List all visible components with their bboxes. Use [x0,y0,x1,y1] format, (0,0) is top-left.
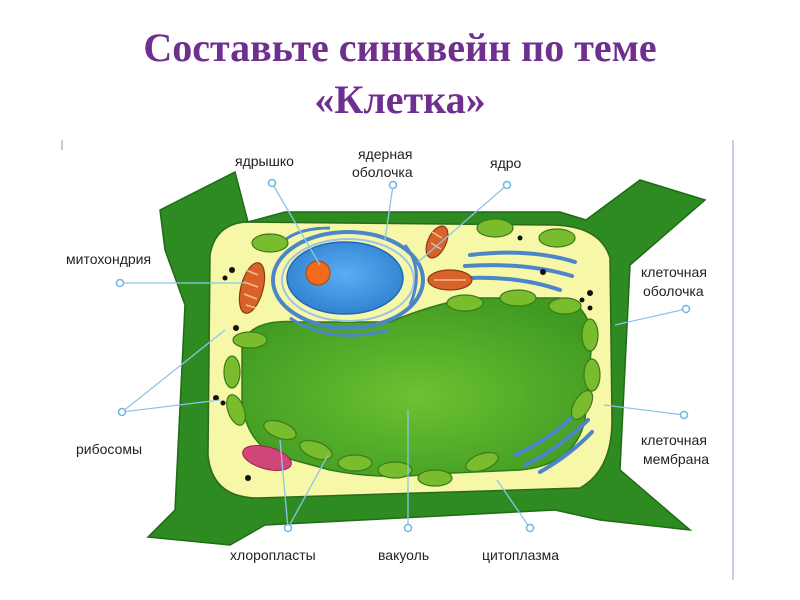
label-chloroplasts: хлоропласты [230,547,316,563]
vacuole [242,298,592,476]
label-nuclear-envelope-2: оболочка [352,164,413,180]
label-cell-wall-1: клеточная [641,264,707,280]
mitochondrion [428,270,472,290]
label-cytoplasm: цитоплазма [482,547,559,563]
label-cell-membrane-2: мембрана [643,451,709,467]
label-ribosomes: рибосомы [76,441,142,457]
label-vacuole: вакуоль [378,547,429,563]
label-cell-wall-2: оболочка [643,283,704,299]
nucleolus [306,261,330,285]
nucleus [273,232,423,328]
label-nucleolus: ядрышко [235,153,294,169]
label-nuclear-envelope-1: ядерная [358,146,412,162]
label-mitochondrion: митохондрия [66,251,151,267]
label-cell-membrane-1: клеточная [641,432,707,448]
label-nucleus: ядро [490,155,522,171]
